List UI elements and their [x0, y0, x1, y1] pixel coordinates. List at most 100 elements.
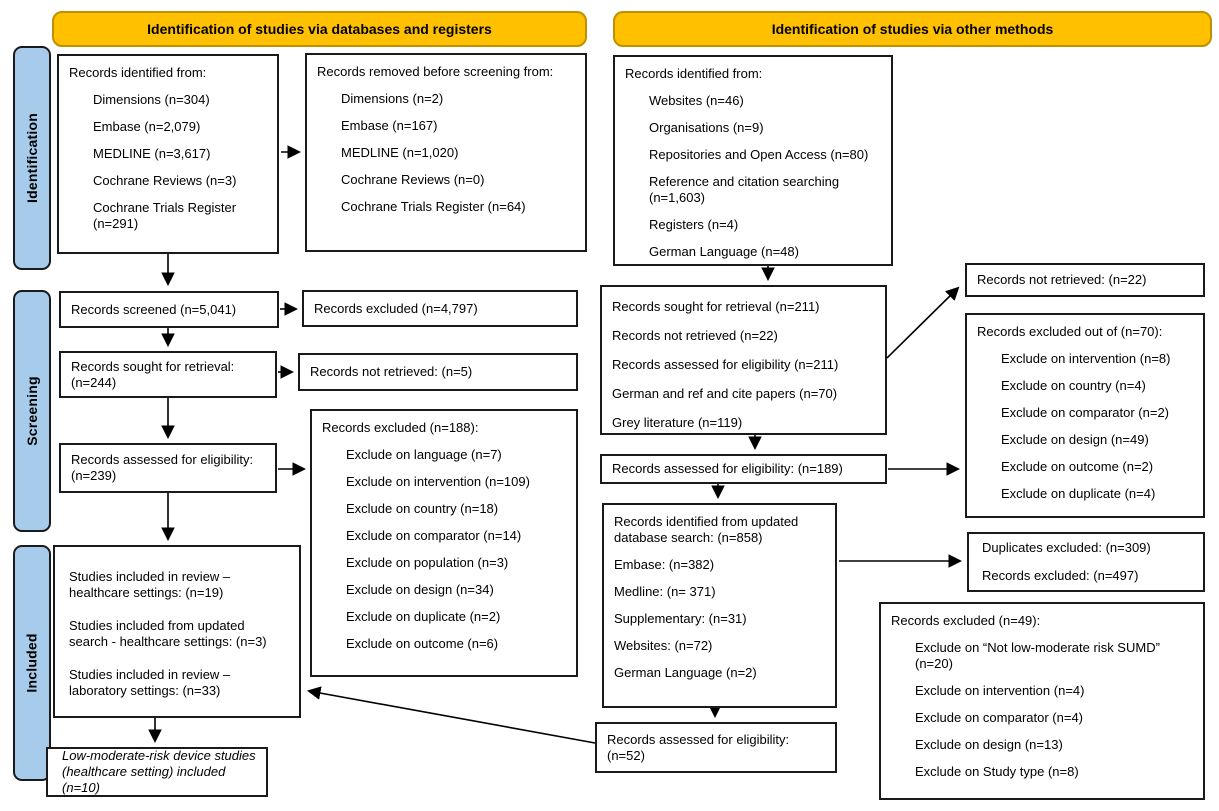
stage-screening: Screening	[13, 290, 51, 532]
box-assessed-189: Records assessed for eligibility: (n=189…	[600, 454, 887, 484]
box-excluded-70: Records excluded out of (n=70): Exclude …	[965, 313, 1205, 518]
box-text-line1: Records assessed for eligibility:	[607, 731, 790, 747]
box-text: Records not retrieved: (n=5)	[310, 364, 473, 379]
list-item: Embase: (n=382)	[614, 557, 715, 572]
list-item: MEDLINE (n=1,020)	[341, 145, 459, 160]
banner-other-methods: Identification of studies via other meth…	[613, 11, 1212, 47]
box-text-line1: Records assessed for eligibility:	[71, 452, 254, 467]
box-title: Records excluded (n=49):	[891, 613, 1041, 628]
list-item: Dimensions (n=304)	[93, 92, 210, 107]
summary-line: German and ref and cite papers (n=70)	[612, 386, 838, 401]
list-item: Websites: (n=72)	[614, 638, 713, 653]
box-text: Records excluded (n=4,797)	[314, 300, 478, 316]
box-title: Records excluded (n=188):	[322, 420, 479, 435]
list-item: German Language (n=48)	[649, 244, 799, 259]
list-item: Exclude on Study type (n=8)	[915, 764, 1079, 779]
list-item: Reference and citation searching (n=1,60…	[649, 174, 840, 205]
list-item: Exclude on population (n=3)	[346, 555, 509, 570]
box-text-line2: (n=239)	[71, 468, 117, 483]
banner-other-label: Identification of studies via other meth…	[771, 21, 1054, 37]
stage-screening-label: Screening	[24, 376, 40, 446]
banner-databases-label: Identification of studies via databases …	[147, 21, 492, 37]
summary-line: Records sought for retrieval (n=211)	[612, 299, 820, 314]
list-item: Exclude on design (n=13)	[915, 737, 1063, 752]
list-item: Exclude on outcome (n=2)	[1001, 459, 1154, 474]
list-item: Dimensions (n=2)	[341, 91, 444, 106]
stage-identification: Identification	[13, 46, 51, 270]
list-item: Embase (n=167)	[341, 118, 438, 133]
list-item: Registers (n=4)	[649, 217, 739, 232]
box-assessed-eligibility: Records assessed for eligibility: (n=239…	[59, 443, 277, 493]
box-records-removed: Records removed before screening from: D…	[305, 53, 587, 252]
list-item: Exclude on design (n=49)	[1001, 432, 1149, 447]
list-item: Exclude on country (n=18)	[346, 501, 499, 516]
list-item: Exclude on comparator (n=4)	[915, 710, 1084, 725]
box-studies-included: Studies included in review – healthcare …	[53, 545, 301, 718]
box-title: Records excluded out of (n=70):	[977, 324, 1163, 339]
list-item: German Language (n=2)	[614, 665, 757, 680]
list-item: Medline: (n= 371)	[614, 584, 716, 599]
stage-identification-label: Identification	[24, 113, 41, 203]
box-not-retrieved: Records not retrieved: (n=5)	[298, 353, 578, 391]
list-item: MEDLINE (n=3,617)	[93, 146, 211, 161]
list-item: Websites (n=46)	[649, 93, 744, 108]
box-title: Records identified from:	[625, 66, 763, 81]
box-title: Records identified from updated database…	[614, 514, 799, 545]
box-retrieval-summary: Records sought for retrieval (n=211) Rec…	[600, 285, 887, 435]
list-item: Exclude on comparator (n=14)	[346, 528, 522, 543]
list-item: Exclude on language (n=7)	[346, 447, 502, 462]
arrow-assessed52-to-included	[306, 686, 596, 744]
list-item: Cochrane Trials Register (n=64)	[341, 199, 526, 214]
arrow-summary-to-notretrieved22	[886, 286, 960, 359]
list-item: Embase (n=2,079)	[93, 119, 201, 134]
stage-included-label: Included	[24, 633, 41, 693]
list-item: Exclude on country (n=4)	[1001, 378, 1146, 393]
box-assessed-52: Records assessed for eligibility: (n=52)	[595, 722, 837, 773]
box-excluded-49: Records excluded (n=49): Exclude on “Not…	[879, 602, 1205, 800]
box-text-line2: (n=244)	[71, 374, 117, 390]
box-text: Records assessed for eligibility: (n=189…	[612, 461, 843, 476]
box-sought-retrieval: Records sought for retrieval: (n=244)	[59, 351, 277, 398]
list-item: Cochrane Trials Register (n=291)	[93, 200, 237, 231]
list-item: Supplementary: (n=31)	[614, 611, 747, 626]
box-updated-search: Records identified from updated database…	[602, 503, 837, 708]
list-item: Exclude on comparator (n=2)	[1001, 405, 1170, 420]
box-title: Records removed before screening from:	[317, 64, 554, 79]
list-item: Exclude on outcome (n=6)	[346, 636, 499, 651]
box-text-line1: Low-moderate-risk device studies	[62, 748, 256, 763]
box-records-identified-databases: Records identified from: Dimensions (n=3…	[57, 54, 279, 254]
box-records-excluded-screening: Records excluded (n=4,797)	[302, 290, 578, 327]
box-final-included: Low-moderate-risk device studies (health…	[46, 747, 268, 797]
box-text-line2: (healthcare setting) included (n=10)	[62, 764, 226, 795]
summary-line: Records not retrieved (n=22)	[612, 328, 778, 343]
list-item: Organisations (n=9)	[649, 120, 764, 135]
summary-line: Duplicates excluded: (n=309)	[982, 540, 1151, 555]
list-item: Exclude on design (n=34)	[346, 582, 494, 597]
summary-line: Records assessed for eligibility (n=211)	[612, 357, 839, 372]
box-text-line2: (n=52)	[607, 747, 645, 763]
stage-included: Included	[13, 545, 51, 781]
list-item: Exclude on duplicate (n=2)	[346, 609, 501, 624]
box-not-retrieved-22: Records not retrieved: (n=22)	[965, 263, 1205, 297]
paragraph: Studies included from updated search - h…	[69, 618, 267, 649]
list-item: Exclude on “Not low-moderate risk SUMD” …	[915, 640, 1160, 671]
list-item: Exclude on intervention (n=109)	[346, 474, 530, 489]
box-text: Records screened (n=5,041)	[71, 301, 237, 317]
banner-databases-registers: Identification of studies via databases …	[52, 11, 587, 47]
list-item: Cochrane Reviews (n=3)	[93, 173, 237, 188]
box-records-screened: Records screened (n=5,041)	[59, 291, 279, 328]
paragraph: Studies included in review – laboratory …	[69, 667, 231, 698]
list-item: Cochrane Reviews (n=0)	[341, 172, 485, 187]
box-records-identified-other: Records identified from: Websites (n=46)…	[613, 55, 893, 266]
summary-line: Records excluded: (n=497)	[982, 568, 1139, 583]
box-records-excluded-188: Records excluded (n=188): Exclude on lan…	[310, 409, 578, 677]
list-item: Exclude on intervention (n=8)	[1001, 351, 1171, 366]
box-text-line1: Records sought for retrieval:	[71, 358, 235, 374]
box-text: Records not retrieved: (n=22)	[977, 272, 1147, 287]
box-title: Records identified from:	[69, 65, 207, 80]
summary-line: Grey literature (n=119)	[612, 415, 743, 430]
list-item: Exclude on duplicate (n=4)	[1001, 486, 1156, 501]
list-item: Repositories and Open Access (n=80)	[649, 147, 869, 162]
